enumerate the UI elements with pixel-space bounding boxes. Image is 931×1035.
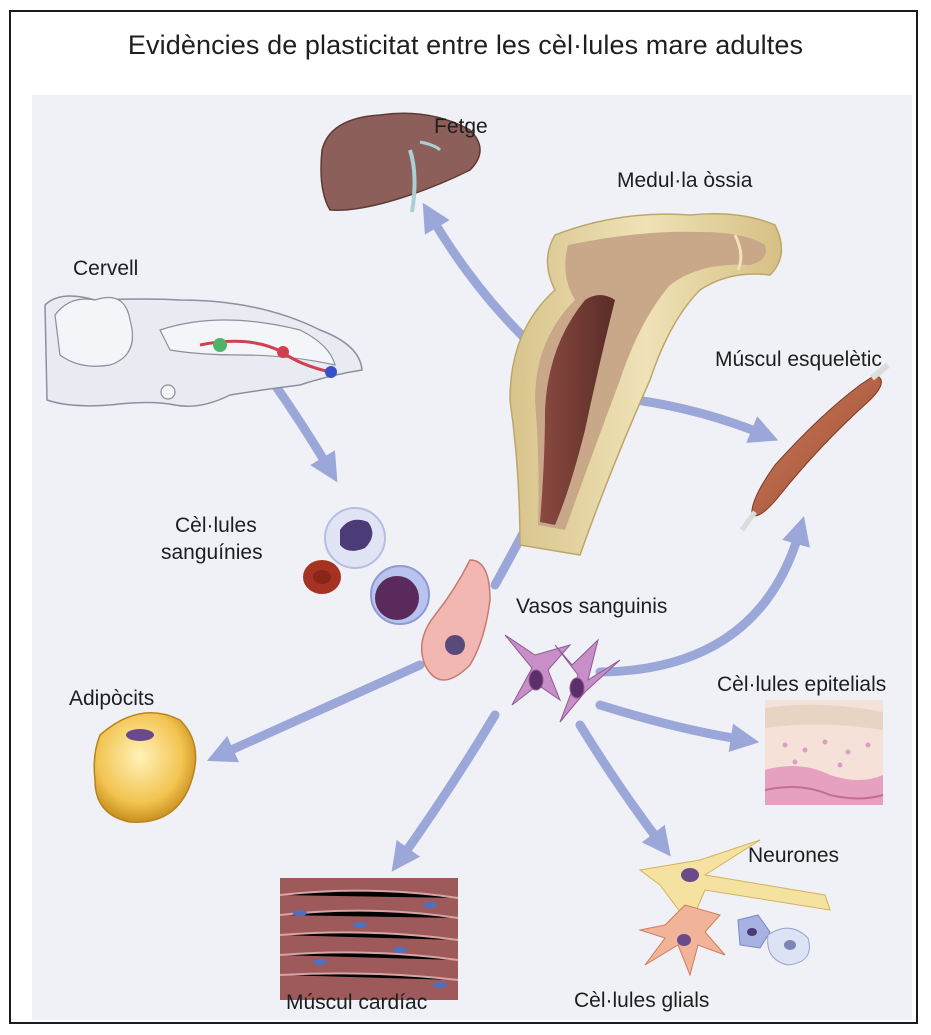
arrow-to-neurons	[580, 725, 662, 845]
adipocyte-illustration	[94, 713, 195, 822]
arrow-to-cardiac	[400, 715, 495, 860]
blood-vessel-illustration	[422, 560, 490, 680]
brain-illustration	[45, 296, 362, 406]
glial-cells-illustration	[640, 905, 809, 975]
label-brain: Cervell	[73, 256, 138, 282]
label-epithelial: Cèl·lules epitelials	[717, 672, 886, 698]
blood-cells-illustration	[303, 508, 429, 624]
label-blood-vessels: Vasos sanguinis	[516, 594, 667, 620]
arrows	[220, 215, 800, 860]
arrow-brain-to-blood	[268, 375, 330, 470]
label-skeletal-muscle: Múscul esquelètic	[715, 347, 882, 373]
arrow-to-adipocytes	[220, 665, 420, 755]
bone-marrow-illustration	[510, 214, 781, 555]
label-adipocytes: Adipòcits	[69, 686, 154, 712]
arrow-to-epithelial	[600, 705, 745, 740]
epithelial-illustration	[765, 700, 883, 805]
cardiac-muscle-illustration	[280, 878, 458, 1000]
label-cardiac-muscle: Múscul cardíac	[286, 990, 427, 1016]
label-bone-marrow: Medul·la òssia	[617, 168, 752, 194]
label-blood-cells-line2: sanguínies	[161, 540, 263, 566]
label-liver: Fetge	[434, 114, 488, 140]
label-neurons: Neurones	[748, 843, 839, 869]
label-blood-cells-line1: Cèl·lules	[175, 513, 257, 539]
skeletal-muscle-illustration	[742, 365, 888, 530]
label-glial-cells: Cèl·lules glials	[574, 988, 709, 1014]
